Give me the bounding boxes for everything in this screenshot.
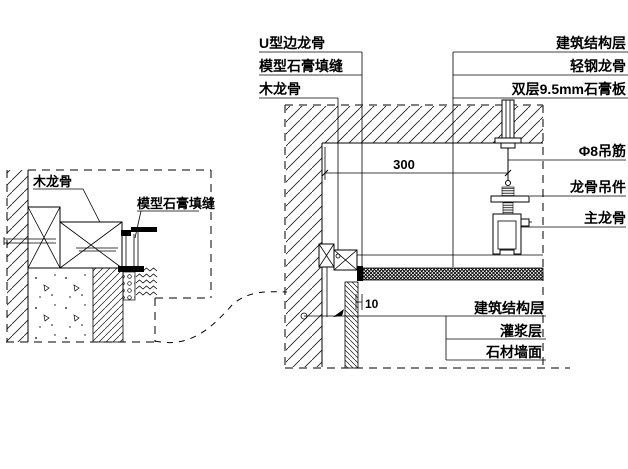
label-u-edge-keel: U型边龙骨	[259, 35, 325, 51]
label-keel-hanger: 龙骨吊件	[569, 179, 626, 195]
label-stone-wall: 石材墙面	[485, 344, 542, 360]
rod-thread-lower	[502, 201, 514, 215]
detail-grout-layer	[92, 267, 124, 343]
detail-concrete-wall	[28, 268, 93, 342]
gypsum-board-layer	[362, 267, 544, 281]
rod-coupler	[505, 180, 511, 186]
dimension-300: 300	[321, 147, 512, 180]
detail-label-gypsum-caulk: 模型石膏填缝	[137, 196, 215, 211]
dim-10-text: 10	[365, 297, 379, 311]
detail-fasteners	[3, 237, 118, 252]
stone-cladding-strip	[344, 281, 359, 369]
label-structure-layer-top: 建筑结构层	[556, 35, 626, 51]
keel-hanger-plate	[490, 195, 530, 203]
detail-wall-hatch	[7, 170, 28, 342]
callouts-top-left: U型边龙骨 模型石膏填缝 木龙骨	[258, 35, 362, 99]
left-enlarged-detail: 木龙骨 模型石膏填缝	[3, 169, 215, 343]
label-light-steel-keel: 轻钢龙骨	[570, 58, 626, 74]
keel-marker-dot	[335, 253, 341, 259]
label-main-keel: 主龙骨	[584, 210, 626, 226]
detail-edge-channel	[118, 227, 157, 272]
label-wood-keel: 木龙骨	[258, 81, 301, 97]
hanger-assembly	[490, 99, 532, 255]
structure-slab-and-wall-hatch	[286, 106, 543, 367]
label-double-gypsum-board: 双层9.5mm石膏板	[512, 81, 627, 97]
label-structure-layer-bottom: 建筑结构层	[474, 300, 544, 316]
anchor-washer	[494, 137, 522, 144]
dim-300-text: 300	[393, 157, 415, 172]
detail-label-wood-keel: 木龙骨	[32, 174, 72, 189]
label-grout-layer: 灌浆层	[500, 323, 542, 339]
detail-reference-curve	[154, 291, 288, 343]
detail-caulk-column	[122, 271, 136, 301]
anchor-nut	[500, 142, 516, 149]
dimension-10: 10	[355, 294, 379, 311]
leader-arrow	[333, 309, 344, 317]
callouts-right: Φ8吊筋 龙骨吊件 主龙骨	[508, 143, 626, 228]
detail-stone-zigzag	[135, 267, 158, 296]
callouts-top-right: 建筑结构层 轻钢龙骨 双层9.5mm石膏板	[453, 35, 628, 99]
edge-channel-caulk	[357, 266, 363, 281]
ceiling-edge-junction	[318, 243, 544, 281]
main-detail-view: 300	[284, 52, 570, 369]
label-gypsum-caulk: 模型石膏填缝	[259, 58, 343, 74]
rod-thread-upper	[501, 186, 515, 197]
main-keel-channel	[492, 213, 522, 255]
callouts-bottom-right: 建筑结构层 灌浆层 石材墙面	[300, 300, 546, 361]
label-hanging-rod: Φ8吊筋	[579, 143, 626, 159]
hanger-bolt	[520, 218, 530, 227]
main-keel-inner	[497, 220, 517, 250]
anchor-bolt	[501, 99, 515, 139]
